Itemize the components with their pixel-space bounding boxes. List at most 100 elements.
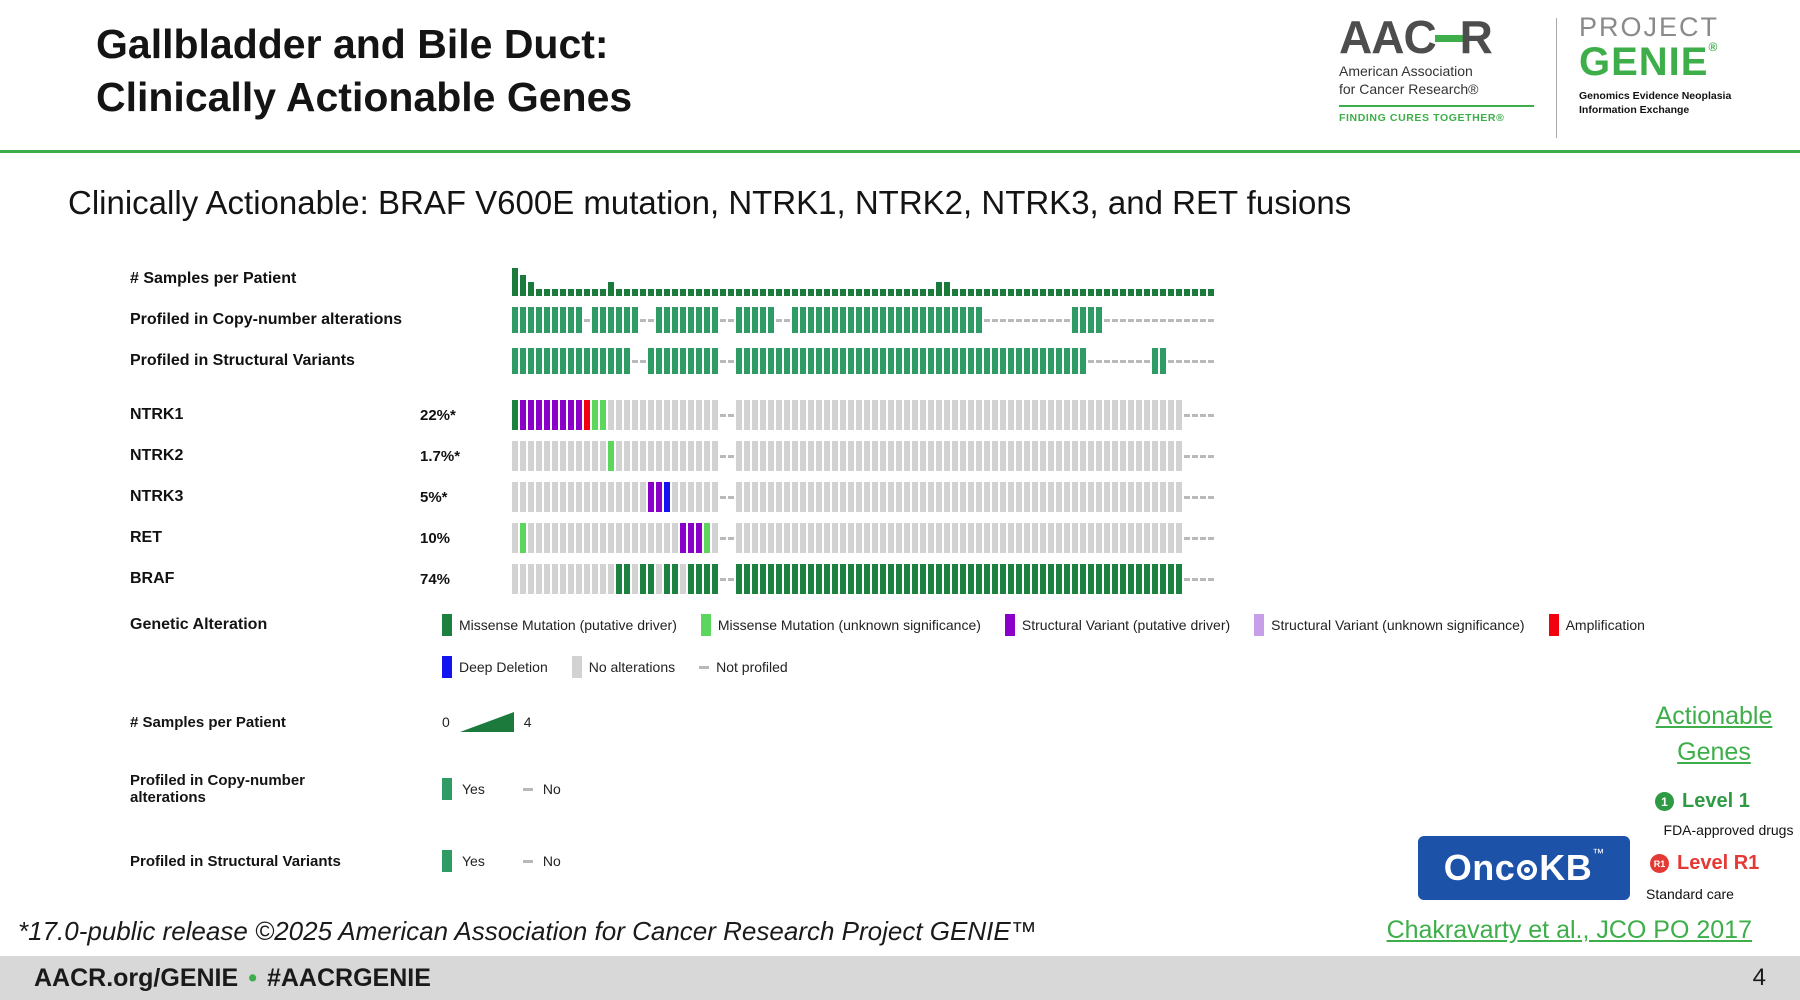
alteration-no_alteration — [1144, 441, 1150, 471]
alteration-no_alteration — [1048, 400, 1054, 430]
alteration-missense_driver — [672, 564, 678, 594]
legend-item-not_profiled: Not profiled — [699, 659, 788, 675]
alteration-no_alteration — [864, 441, 870, 471]
alteration-no_alteration — [512, 482, 518, 512]
alteration-no_alteration — [992, 400, 998, 430]
sample-count-bar — [696, 289, 702, 296]
alteration-no_alteration — [1104, 482, 1110, 512]
alteration-no_alteration — [984, 400, 990, 430]
alteration-no_alteration — [808, 400, 814, 430]
alteration-no_alteration — [1136, 441, 1142, 471]
profiled-yes-cell — [616, 348, 622, 374]
citation-link[interactable]: Chakravarty et al., JCO PO 2017 — [1386, 916, 1752, 944]
alteration-missense_driver — [1088, 564, 1094, 594]
alteration-no_alteration — [880, 400, 886, 430]
alteration-no_alteration — [944, 523, 950, 553]
profiled-no-cell — [1208, 318, 1214, 322]
alteration-no_alteration — [776, 523, 782, 553]
alteration-no_alteration — [1040, 482, 1046, 512]
profiled-yes-cell — [784, 348, 790, 374]
profiled-yes-cell — [1000, 348, 1006, 374]
alteration-no_alteration — [752, 523, 758, 553]
alteration-no_alteration — [888, 523, 894, 553]
alteration-no_alteration — [800, 400, 806, 430]
sample-count-bar — [600, 289, 606, 296]
profiled-yes-cell — [1096, 307, 1102, 333]
profiled-yes-cell — [888, 348, 894, 374]
sample-count-bar — [872, 289, 878, 296]
alteration-no_alteration — [672, 482, 678, 512]
alteration-no_alteration — [560, 564, 566, 594]
alteration-missense_driver — [1040, 564, 1046, 594]
gene-braf-track — [512, 563, 1216, 595]
alteration-no_alteration — [512, 441, 518, 471]
alteration-no_alteration — [1032, 441, 1038, 471]
profiled-no-cell — [632, 359, 638, 363]
profiled-yes-cell — [840, 348, 846, 374]
sv-no-swatch — [522, 859, 533, 863]
profiled-no-cell — [984, 318, 990, 322]
alteration-no_alteration — [1160, 482, 1166, 512]
alteration-no_alteration — [712, 523, 718, 553]
actionable-genes-link[interactable]: Actionable Genes — [1655, 702, 1773, 766]
alteration-no_alteration — [536, 523, 542, 553]
oncokb-o-icon — [1517, 860, 1538, 880]
alteration-no_alteration — [1168, 400, 1174, 430]
alteration-no_alteration — [704, 400, 710, 430]
alteration-no_alteration — [536, 564, 542, 594]
alteration-no_alteration — [800, 523, 806, 553]
profiled-no-cell — [1192, 318, 1198, 322]
alteration-missense_driver — [1032, 564, 1038, 594]
alteration-no_alteration — [912, 482, 918, 512]
alteration-missense_driver — [968, 564, 974, 594]
alteration-missense_driver — [752, 564, 758, 594]
alteration-no_alteration — [880, 523, 886, 553]
profiled-yes-cell — [600, 348, 606, 374]
alteration-no_alteration — [528, 523, 534, 553]
profiled-yes-cell — [800, 307, 806, 333]
sample-count-bar — [1112, 289, 1118, 296]
profiled-yes-cell — [624, 348, 630, 374]
alteration-no_alteration — [696, 400, 702, 430]
sv-yes-label: Yes — [462, 853, 485, 869]
legend-swatch-missense_vus — [700, 614, 711, 636]
profiled-yes-cell — [632, 307, 638, 333]
alteration-no_alteration — [800, 441, 806, 471]
alteration-no_alteration — [1176, 441, 1182, 471]
alteration-no_alteration — [776, 441, 782, 471]
legend-row-1: Genetic Alteration Missense Mutation (pu… — [130, 608, 1645, 642]
sample-count-bar — [960, 289, 966, 296]
sample-count-bar — [944, 282, 950, 296]
alteration-no_alteration — [624, 482, 630, 512]
sample-count-bar — [672, 289, 678, 296]
alteration-no_alteration — [848, 441, 854, 471]
alteration-no_alteration — [672, 400, 678, 430]
profiled-yes-cell — [856, 348, 862, 374]
profiled-yes-cell — [768, 348, 774, 374]
footer-bar: AACR.org/GENIE • #AACRGENIE 4 — [0, 956, 1800, 1000]
alteration-no_alteration — [568, 482, 574, 512]
alteration-no_alteration — [576, 441, 582, 471]
profiled-yes-cell — [792, 307, 798, 333]
profiled-yes-cell — [664, 307, 670, 333]
alteration-no_alteration — [1080, 482, 1086, 512]
profiled-yes-cell — [904, 348, 910, 374]
sample-count-bar — [1056, 289, 1062, 296]
sample-count-bar — [560, 289, 566, 296]
alteration-missense_driver — [736, 564, 742, 594]
profiled-yes-cell — [712, 348, 718, 374]
alteration-no_alteration — [984, 523, 990, 553]
alteration-no_alteration — [592, 523, 598, 553]
profiled-yes-cell — [760, 348, 766, 374]
sample-count-bar — [712, 289, 718, 296]
alteration-no_alteration — [1096, 523, 1102, 553]
profiled-no-cell — [1016, 318, 1022, 322]
alteration-no_alteration — [1088, 523, 1094, 553]
sample-count-bar — [760, 289, 766, 296]
sv-yes-swatch — [442, 850, 452, 872]
alteration-no_alteration — [936, 400, 942, 430]
profiled-yes-cell — [760, 307, 766, 333]
alteration-sv_driver — [536, 400, 542, 430]
